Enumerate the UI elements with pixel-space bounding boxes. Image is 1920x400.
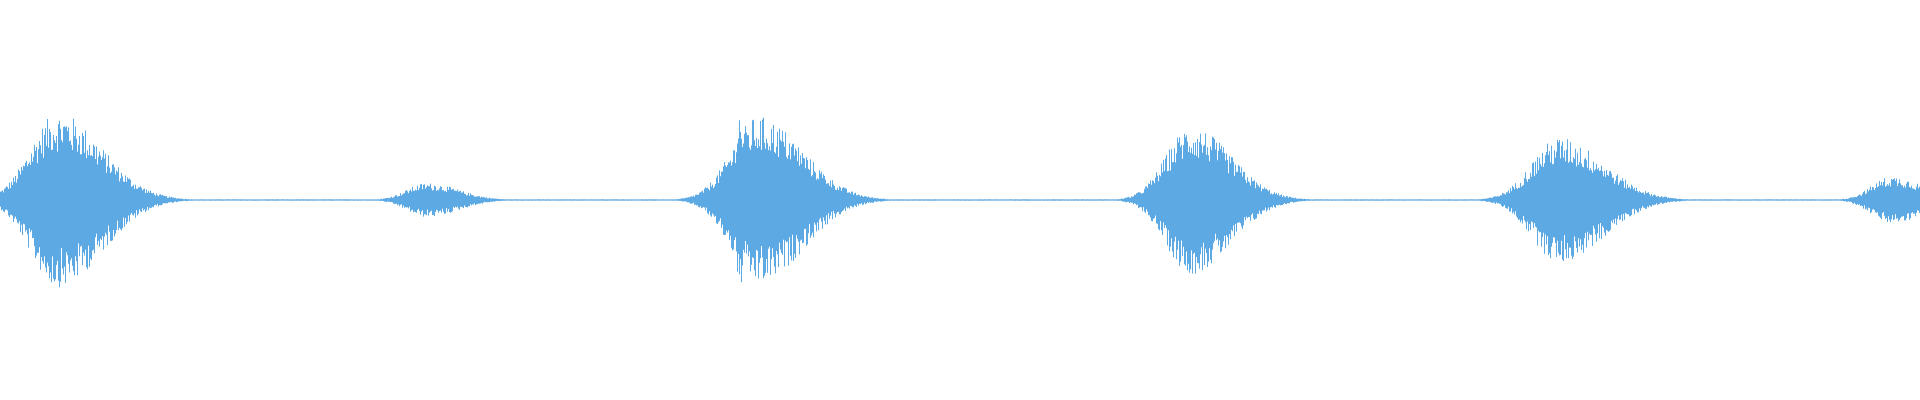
- waveform-path: [0, 117, 1920, 288]
- waveform-bars: [0, 117, 1920, 288]
